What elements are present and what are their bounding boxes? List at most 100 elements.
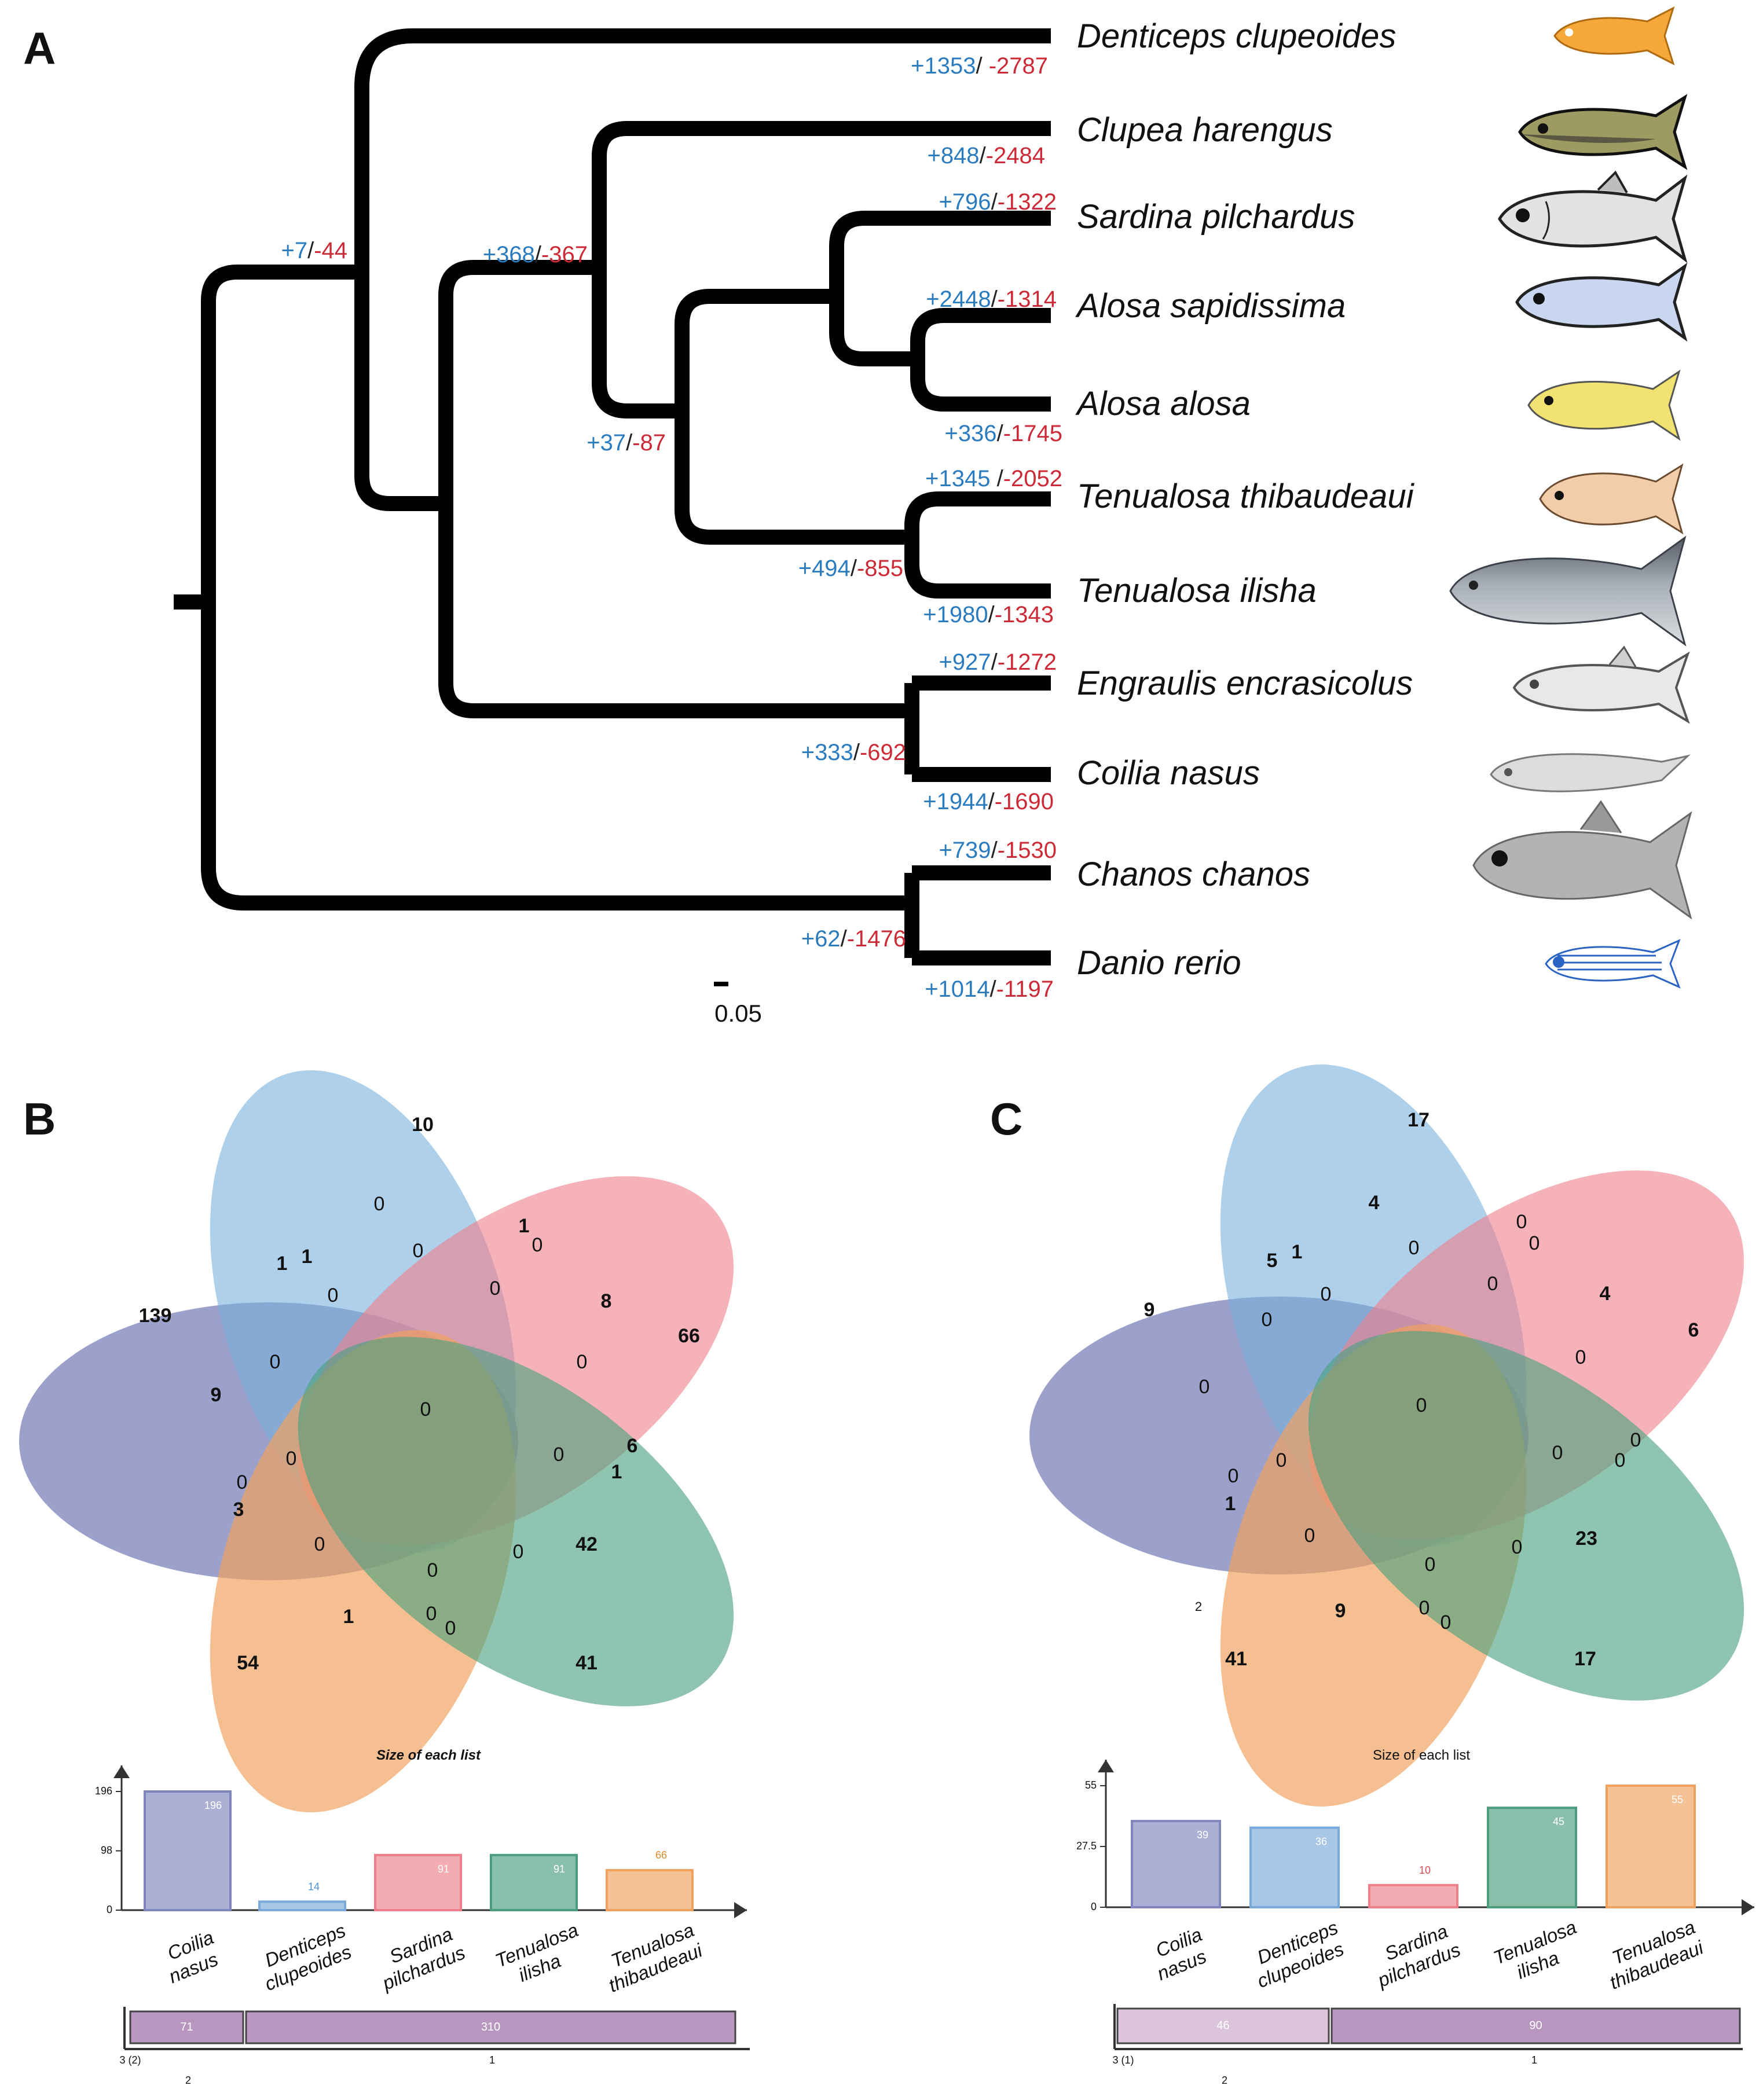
venn-diagram-c: 17 4 0 0 5 1 0 0 0 0 4 9 6 0 0 0 0 0 0 0… (1029, 1064, 1744, 1807)
bar (1368, 1884, 1458, 1908)
venn-count: 42 (576, 1533, 598, 1555)
panel-c-label: C (990, 1093, 1022, 1144)
venn-count: 9 (211, 1384, 222, 1406)
venn-count: 0 (1529, 1232, 1540, 1254)
venn-count: 0 (1409, 1237, 1420, 1259)
branch-count: +494/-855 (798, 556, 903, 581)
bar (1249, 1826, 1340, 1908)
venn-ellipses-c (1029, 1064, 1744, 1807)
venn-count: 1 (343, 1606, 354, 1628)
venn-count: 0 (513, 1541, 524, 1563)
venn-count: 0 (1552, 1442, 1563, 1464)
branch-count: +1980/-1343 (923, 602, 1054, 627)
bar (258, 1900, 346, 1912)
venn-count: 0 (374, 1193, 385, 1215)
branch-count: +336/-1745 (944, 421, 1062, 446)
venn-count: 0 (427, 1559, 438, 1581)
bar (490, 1853, 578, 1912)
list-size-chart-c: Size of each list5527.5039Coilianasus36D… (1076, 1747, 1754, 2086)
species-label: Coilia nasus (1077, 754, 1260, 792)
branch-count: +927/-1272 (939, 649, 1057, 675)
venn-count: 0 (1416, 1394, 1427, 1416)
branch-tenualosa-ilisha (904, 537, 1051, 599)
species-label: Alosa sapidissima (1075, 287, 1346, 325)
venn-count: 0 (1228, 1465, 1239, 1487)
branch-alosa (829, 296, 918, 366)
y-axis-arrow (113, 1765, 130, 1778)
venn-count: 0 (1487, 1273, 1498, 1295)
bar (374, 1853, 462, 1912)
venn-count: 0 (420, 1398, 431, 1420)
y-tick-label: 0 (107, 1904, 112, 1915)
branch-clupeidae (438, 260, 599, 504)
size-segment (1116, 2007, 1330, 2044)
scale-bar-label: 0.05 (714, 1000, 762, 1027)
size-segment-label: 71 (180, 2021, 193, 2033)
venn-count: 0 (445, 1617, 456, 1639)
alosa-alosa-fish-icon (1527, 369, 1681, 441)
venn-count: 0 (1321, 1283, 1332, 1305)
venn-set-ilisha (1308, 1331, 1744, 1701)
y-tick-label: 55 (1085, 1779, 1097, 1791)
branch-outgroup (201, 602, 912, 911)
phylogenetic-tree: 0.05 (174, 28, 1051, 1027)
coilia-fish-icon (1490, 753, 1691, 792)
branch-sardina-alosa (675, 289, 837, 411)
panel-b-label: B (23, 1093, 56, 1144)
bar (1606, 1785, 1696, 1908)
venn-count: 0 (1441, 1611, 1452, 1633)
branch-alosinae (592, 267, 682, 418)
venn-count: 0 (577, 1351, 588, 1373)
bar-value-label: 10 (1419, 1864, 1431, 1876)
size-segment-label: 310 (481, 2021, 500, 2033)
species-label: Denticeps clupeoides (1077, 17, 1396, 55)
venn-count: 17 (1408, 1109, 1430, 1131)
denticeps-fish-icon (1553, 6, 1675, 65)
branch-count: +1345 /-2052 (925, 466, 1062, 491)
venn-count: 0 (314, 1533, 325, 1555)
venn-count: 9 (1144, 1299, 1155, 1321)
bar-value-label: 55 (1672, 1794, 1683, 1805)
x-category-label: Tenualosathibaudeaui (1599, 1916, 1707, 1993)
size-segment (1331, 2007, 1741, 2044)
venn-count: 4 (1369, 1192, 1380, 1214)
venn-count: 0 (1276, 1449, 1287, 1471)
y-tick-label: 98 (101, 1844, 112, 1856)
branch-count: +37/-87 (587, 430, 666, 456)
venn-count: 0 (1615, 1449, 1626, 1471)
bar-value-label: 14 (308, 1881, 320, 1892)
venn-count: 6 (627, 1435, 638, 1457)
y-tick-label: 0 (1091, 1901, 1097, 1912)
y-tick-label: 196 (95, 1785, 112, 1797)
venn-count: 0 (1425, 1554, 1436, 1576)
gene-family-counts: +1353/ -2787 +848/-2484 +796/-1322 +2448… (281, 53, 1062, 1002)
branch-count: +796/-1322 (939, 189, 1057, 215)
venn-set-ilisha (298, 1337, 734, 1706)
y-tick-label: 27.5 (1076, 1840, 1097, 1852)
bar (144, 1790, 232, 1911)
branch-count: +1944/-1690 (923, 789, 1054, 814)
x-category-label: Sardinapilchardus (1366, 1918, 1463, 1991)
tenualosa-ilisha-fish-icon (1449, 535, 1687, 647)
branch-count: +7/-44 (281, 238, 347, 263)
venn-count: 9 (1335, 1600, 1346, 1622)
chart-title: Size of each list (376, 1747, 481, 1763)
venn-count: 2 (1195, 1599, 1202, 1614)
venn-count: 23 (1575, 1528, 1597, 1550)
strip-axis-label: 2 (1222, 2075, 1227, 2086)
venn-count: 0 (286, 1448, 297, 1470)
alosa-sapidissima-fish-icon (1515, 262, 1688, 342)
venn-count: 8 (601, 1290, 612, 1312)
x-axis-arrow (1742, 1899, 1754, 1915)
venn-count: 0 (426, 1603, 437, 1625)
venn-count: 1 (1292, 1241, 1303, 1263)
danio-fish-icon (1545, 939, 1681, 989)
branch-alosa-sapidissima (910, 308, 1051, 359)
venn-count: 0 (1419, 1597, 1430, 1619)
engraulis-fish-icon (1512, 645, 1690, 724)
species-label: Tenualosa ilisha (1077, 572, 1317, 610)
x-category-label: Coilianasus (157, 1926, 225, 1987)
venn-count: 0 (490, 1277, 501, 1299)
venn-count: 1 (1225, 1493, 1236, 1515)
